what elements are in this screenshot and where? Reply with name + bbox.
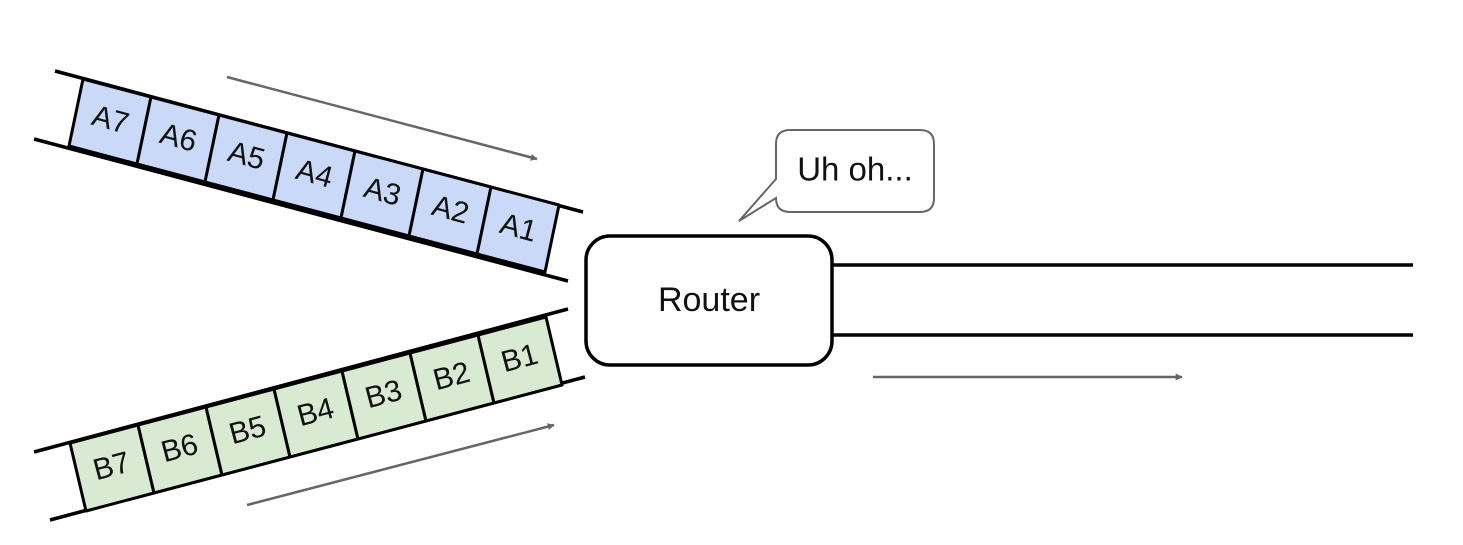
router: Router xyxy=(584,234,834,367)
queue-b-packet-cell xyxy=(476,315,564,405)
router-box xyxy=(584,234,834,367)
queue-a-bottom-rail xyxy=(33,137,569,283)
speech-bubble: Uh oh... xyxy=(738,129,935,222)
router-label: Router xyxy=(658,281,760,319)
queue-b-direction-arrow xyxy=(246,423,555,507)
queue-a-packet-cell xyxy=(475,185,561,274)
speech-bubble-text: Uh oh... xyxy=(797,151,913,188)
speech-bubble-shape xyxy=(738,129,935,222)
queue-a-direction-arrow xyxy=(226,75,538,161)
